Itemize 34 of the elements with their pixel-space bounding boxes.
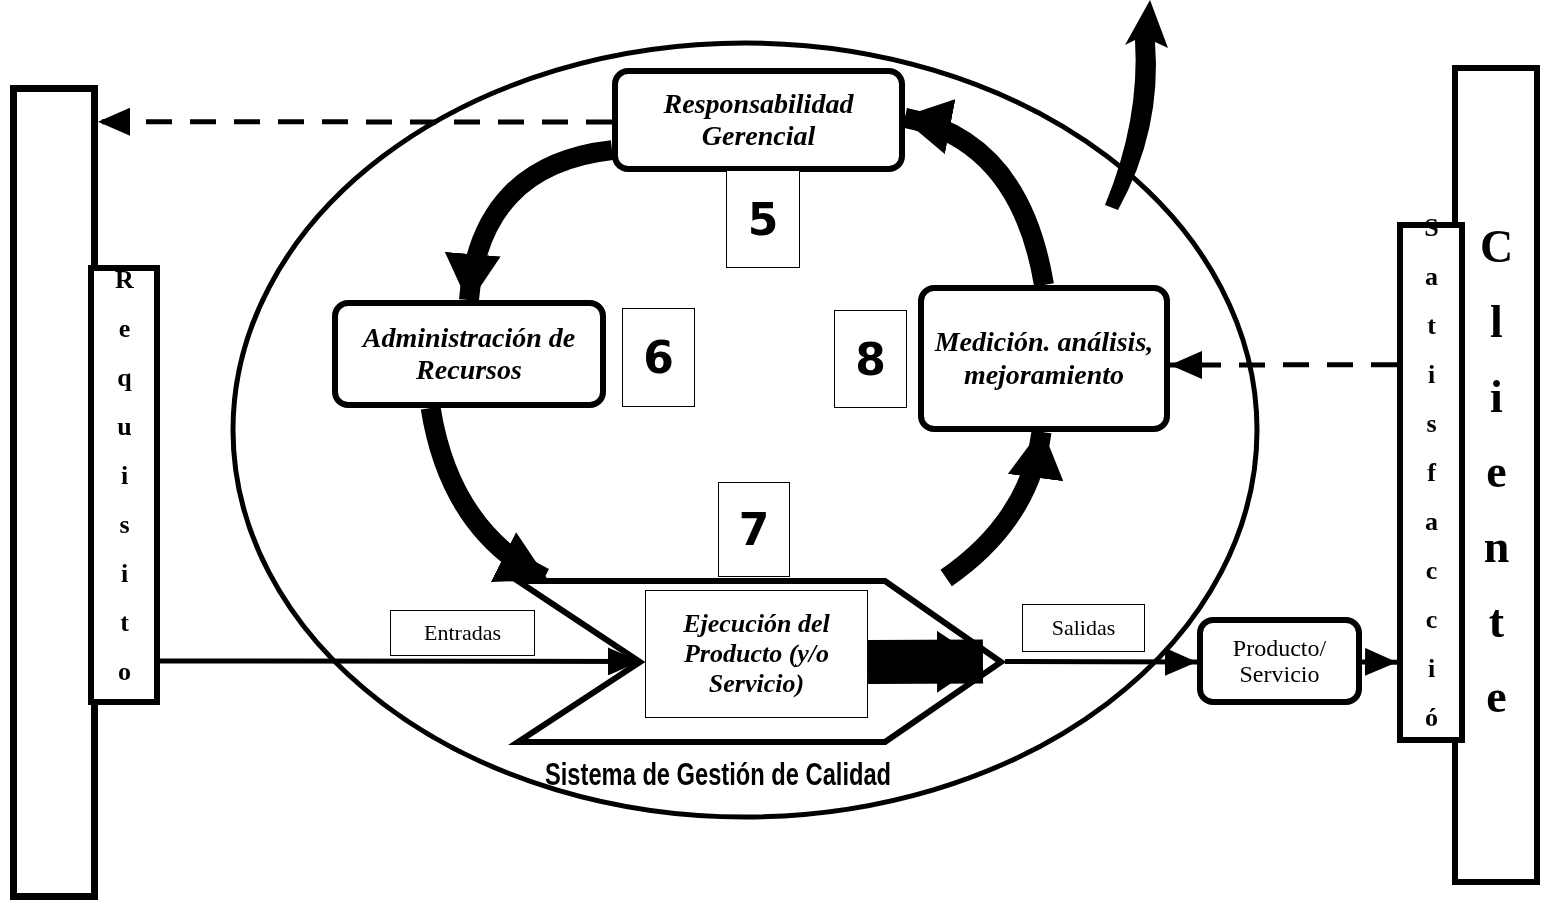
- process-box: [645, 590, 868, 718]
- process-label: Ejecución del Producto (y/o Servicio): [682, 609, 831, 699]
- flow-label-box: [390, 610, 535, 656]
- arrow: [867, 630, 984, 693]
- vertical-label: Requisito: [111, 264, 137, 706]
- clause-number-box: [718, 482, 790, 577]
- arrow: [98, 107, 612, 136]
- clause-number: 7: [738, 504, 770, 555]
- process-label: Producto/ Servicio: [1231, 634, 1328, 688]
- vertical-label: Cliente: [1473, 221, 1519, 746]
- clause-number: 6: [643, 332, 674, 383]
- clause-number-box: [622, 308, 695, 407]
- entity-box: [10, 85, 98, 900]
- clause-number: 8: [855, 333, 886, 385]
- system-title: Sistema de Gestión de Calidad: [545, 758, 892, 790]
- process-label: Administración de Recursos: [360, 321, 577, 387]
- process-box: [918, 285, 1170, 432]
- process-label: Medición. análisis, mejoramiento: [933, 326, 1155, 391]
- flow-label: Salidas: [1051, 615, 1116, 641]
- process-box: [612, 68, 905, 172]
- clause-number-box: [726, 170, 800, 268]
- process-box: [332, 300, 606, 408]
- flow-label-box: [1022, 604, 1145, 652]
- arrow: [1170, 350, 1397, 379]
- process-label: Responsabilidad Gerencial: [662, 87, 855, 153]
- clause-number: 5: [747, 193, 779, 245]
- vertical-label: Satisfacció: [1418, 213, 1444, 752]
- output-box: [1197, 617, 1362, 705]
- arrow: [1005, 647, 1197, 676]
- clause-number-box: [834, 310, 907, 408]
- process-box: [88, 265, 160, 705]
- entity-box: [1452, 65, 1540, 885]
- arrow: [1361, 647, 1398, 676]
- flow-label: Entradas: [424, 620, 501, 646]
